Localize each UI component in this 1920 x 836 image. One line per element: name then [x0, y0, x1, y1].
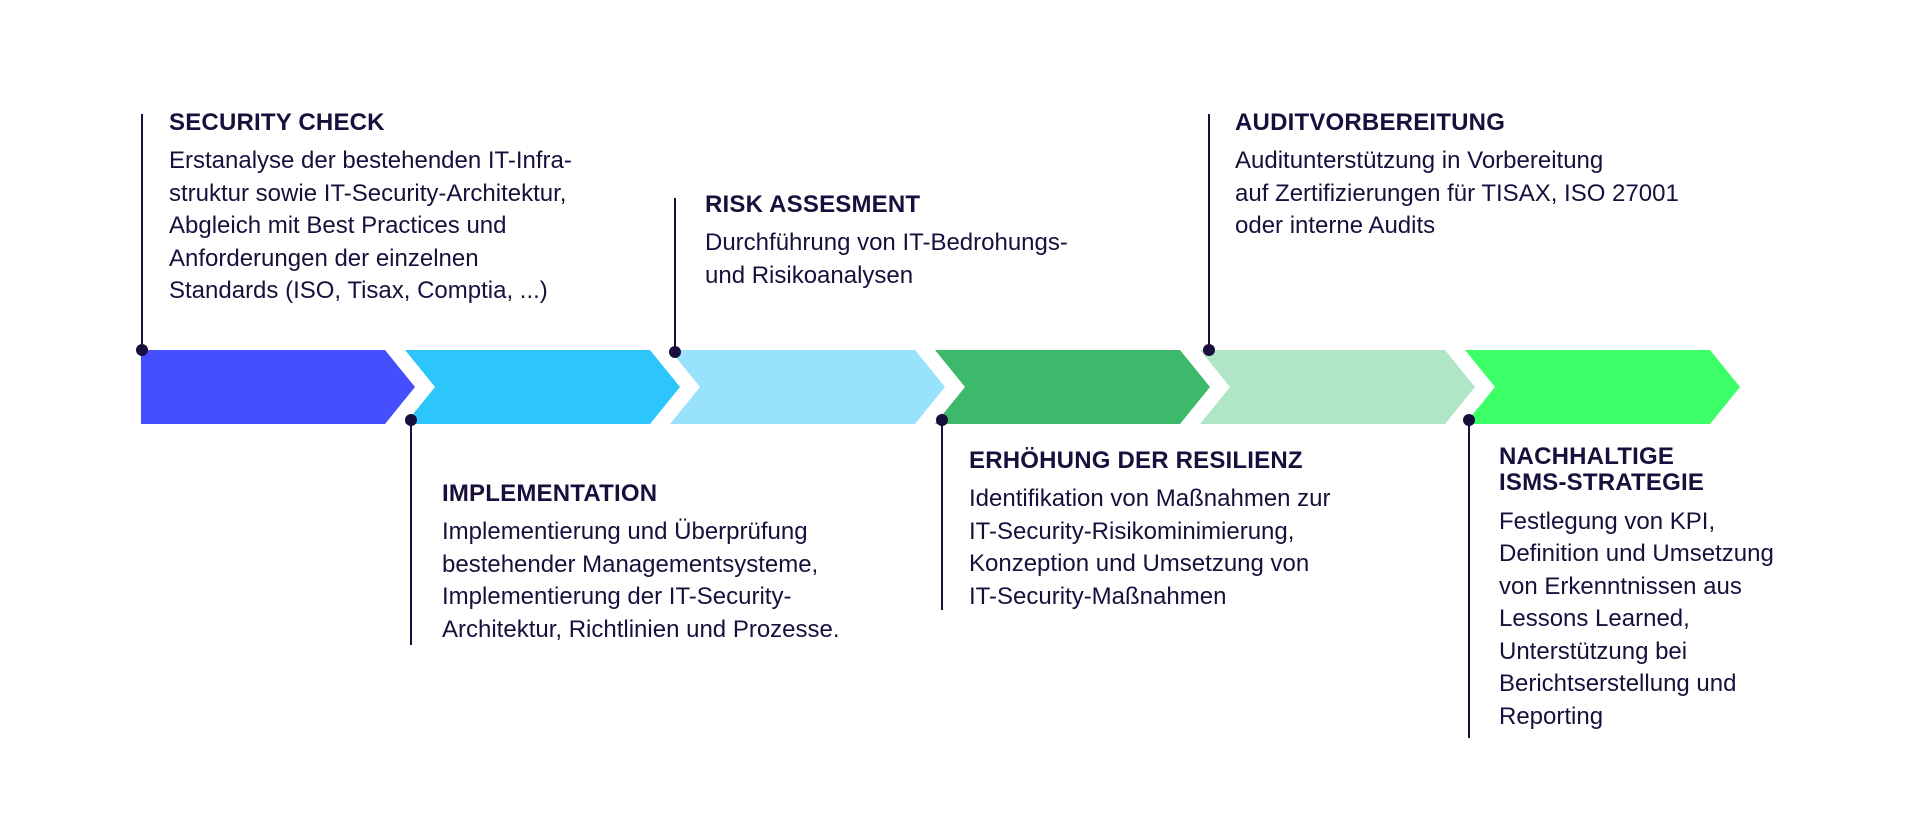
desc-line: Implementierung und Überprüfung — [442, 518, 808, 546]
stage-auditvorbereitung: AUDITVORBEREITUNG Auditunterstützung in … — [1235, 109, 1795, 243]
desc-line: Architektur, Richtlinien und Prozesse. — [442, 615, 840, 643]
desc-line: Standards (ISO, Tisax, Comptia, ...) — [169, 277, 548, 305]
desc-line: Identifikation von Maßnahmen zur — [969, 485, 1331, 513]
desc-line: IT-Security-Maßnahmen — [969, 582, 1227, 610]
desc-line: bestehender Managementsysteme, — [442, 550, 819, 578]
desc-line: IT-Security-Risikominimierung, — [969, 517, 1295, 545]
stage-title: SECURITY CHECK — [169, 109, 385, 136]
chevron-step-5 — [1200, 350, 1475, 424]
desc-line: struktur sowie IT-Security-Architektur, — [169, 179, 567, 207]
desc-line: Durchführung von IT-Bedrohungs- — [705, 229, 1068, 257]
title-line: ISMS-STRATEGIE — [1499, 469, 1705, 497]
desc-line: Definition und Umsetzung — [1499, 540, 1774, 568]
stage-description: Identifikation von Maßnahmen zur IT-Secu… — [969, 483, 1439, 613]
desc-line: Implementierung der IT-Security- — [442, 583, 792, 611]
stage-description: Erstanalyse der bestehenden IT-Infra- st… — [169, 145, 649, 308]
stage-description: Auditunterstützung in Vorbereitung auf Z… — [1235, 145, 1795, 243]
desc-line: Anforderungen der einzelnen — [169, 244, 479, 272]
desc-line: Lessons Learned, — [1499, 605, 1690, 633]
connector-dot-5 — [1203, 344, 1215, 356]
connector-dot-2 — [405, 414, 417, 426]
stage-implementation: IMPLEMENTATION Implementierung und Überp… — [442, 480, 942, 646]
connector-dot-3 — [669, 346, 681, 358]
chevron-step-4 — [935, 350, 1210, 424]
chevron-step-3 — [670, 350, 945, 424]
stage-erhoehung-der-resilienz: ERHÖHUNG DER RESILIENZ Identifikation vo… — [969, 447, 1439, 613]
connector-dot-6 — [1463, 414, 1475, 426]
stage-description: Implementierung und Überprüfung bestehen… — [442, 516, 942, 646]
stage-description: Festlegung von KPI, Definition und Umset… — [1499, 506, 1899, 734]
desc-line: Festlegung von KPI, — [1499, 507, 1716, 535]
desc-line: Reporting — [1499, 702, 1604, 730]
chevron-step-2 — [405, 350, 680, 424]
stage-risk-assesment: RISK ASSESMENT Durchführung von IT-Bedro… — [705, 191, 1165, 292]
desc-line: auf Zertifizierungen für TISAX, ISO 2700… — [1235, 179, 1679, 207]
desc-line: oder interne Audits — [1235, 212, 1436, 240]
desc-line: von Erkenntnissen aus — [1499, 572, 1742, 600]
connector-dot-1 — [136, 344, 148, 356]
stage-security-check: SECURITY CHECK Erstanalyse der bestehend… — [169, 109, 649, 308]
chevron-step-1 — [141, 350, 415, 424]
stage-nachhaltige-isms-strategie: NACHHALTIGE ISMS-STRATEGIE Festlegung vo… — [1499, 443, 1899, 734]
chevron-step-6 — [1465, 350, 1740, 424]
stage-title: RISK ASSESMENT — [705, 191, 921, 218]
desc-line: und Risikoanalysen — [705, 261, 914, 289]
desc-line: Berichtserstellung und — [1499, 670, 1737, 698]
desc-line: Erstanalyse der bestehenden IT-Infra- — [169, 147, 572, 175]
stage-description: Durchführung von IT-Bedrohungs- und Risi… — [705, 227, 1165, 292]
stage-title: IMPLEMENTATION — [442, 480, 658, 507]
connector-dot-4 — [936, 414, 948, 426]
desc-line: Abgleich mit Best Practices und — [169, 212, 507, 240]
stage-title: ERHÖHUNG DER RESILIENZ — [969, 447, 1303, 474]
desc-line: Konzeption und Umsetzung von — [969, 550, 1310, 578]
stage-title: NACHHALTIGE ISMS-STRATEGIE — [1499, 443, 1899, 497]
stage-title: AUDITVORBEREITUNG — [1235, 109, 1506, 136]
desc-line: Unterstützung bei — [1499, 637, 1688, 665]
desc-line: Auditunterstützung in Vorbereitung — [1235, 147, 1604, 175]
title-line: NACHHALTIGE — [1499, 443, 1675, 470]
